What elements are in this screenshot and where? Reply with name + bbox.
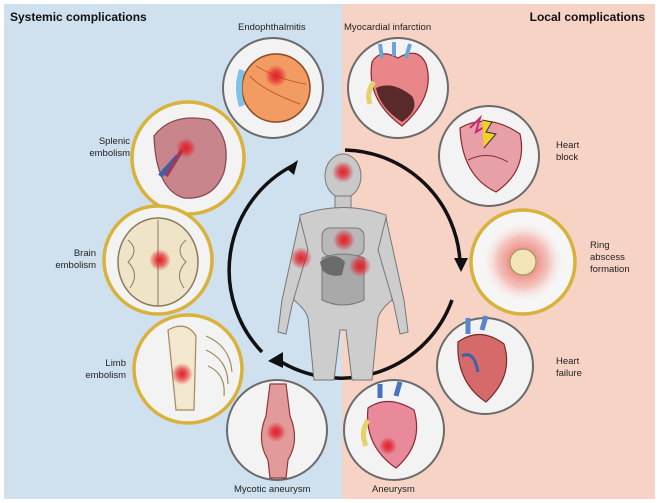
mycotic-aneurysm-illustration bbox=[227, 380, 327, 480]
label-myocardial-infarction: Myocardial infarction bbox=[344, 22, 431, 34]
label-heart-block-line2: block bbox=[556, 152, 579, 164]
ring-abscess-illustration bbox=[471, 210, 575, 314]
label-heart-failure: Heart failure bbox=[556, 356, 582, 380]
label-ring-abscess: Ring abscess formation bbox=[590, 240, 630, 276]
aneurysm-illustration bbox=[344, 380, 444, 480]
label-splenic-embolism-line2: embolism bbox=[70, 148, 130, 160]
heart-marker bbox=[333, 229, 355, 251]
label-mycotic-aneurysm: Mycotic aneurysm bbox=[234, 484, 311, 496]
label-brain-embolism-line2: embolism bbox=[38, 260, 96, 272]
label-aneurysm: Aneurysm bbox=[372, 484, 415, 496]
label-splenic-embolism: Splenic embolism bbox=[70, 136, 130, 160]
label-ring-abscess-line1: Ring bbox=[590, 240, 630, 252]
spleen-marker bbox=[349, 255, 371, 277]
label-heart-block: Heart block bbox=[556, 140, 579, 164]
heart-failure-illustration bbox=[437, 316, 533, 414]
label-limb-embolism: Limb embolism bbox=[68, 358, 126, 382]
heart-block-illustration bbox=[439, 106, 539, 206]
arrowhead-top bbox=[286, 160, 298, 175]
label-endophthalmitis: Endophthalmitis bbox=[238, 22, 306, 34]
limb-illustration bbox=[134, 315, 242, 423]
human-figure bbox=[278, 154, 408, 380]
brain-marker bbox=[332, 161, 354, 183]
spleen-illustration bbox=[132, 102, 244, 214]
arrowhead-right bbox=[454, 258, 468, 272]
brain-illustration bbox=[104, 206, 212, 314]
label-brain-embolism-line1: Brain bbox=[38, 248, 96, 260]
eye-illustration bbox=[223, 38, 323, 138]
label-heart-failure-line1: Heart bbox=[556, 356, 582, 368]
arrowhead-bottom bbox=[268, 352, 283, 368]
label-ring-abscess-line3: formation bbox=[590, 264, 630, 276]
label-limb-embolism-line1: Limb bbox=[68, 358, 126, 370]
label-heart-block-line1: Heart bbox=[556, 140, 579, 152]
label-brain-embolism: Brain embolism bbox=[38, 248, 96, 272]
label-heart-failure-line2: failure bbox=[556, 368, 582, 380]
label-splenic-embolism-line1: Splenic bbox=[70, 136, 130, 148]
label-ring-abscess-line2: abscess bbox=[590, 252, 630, 264]
label-limb-embolism-line2: embolism bbox=[68, 370, 126, 382]
arm-marker bbox=[290, 247, 312, 269]
heart-mi-illustration bbox=[348, 38, 448, 138]
